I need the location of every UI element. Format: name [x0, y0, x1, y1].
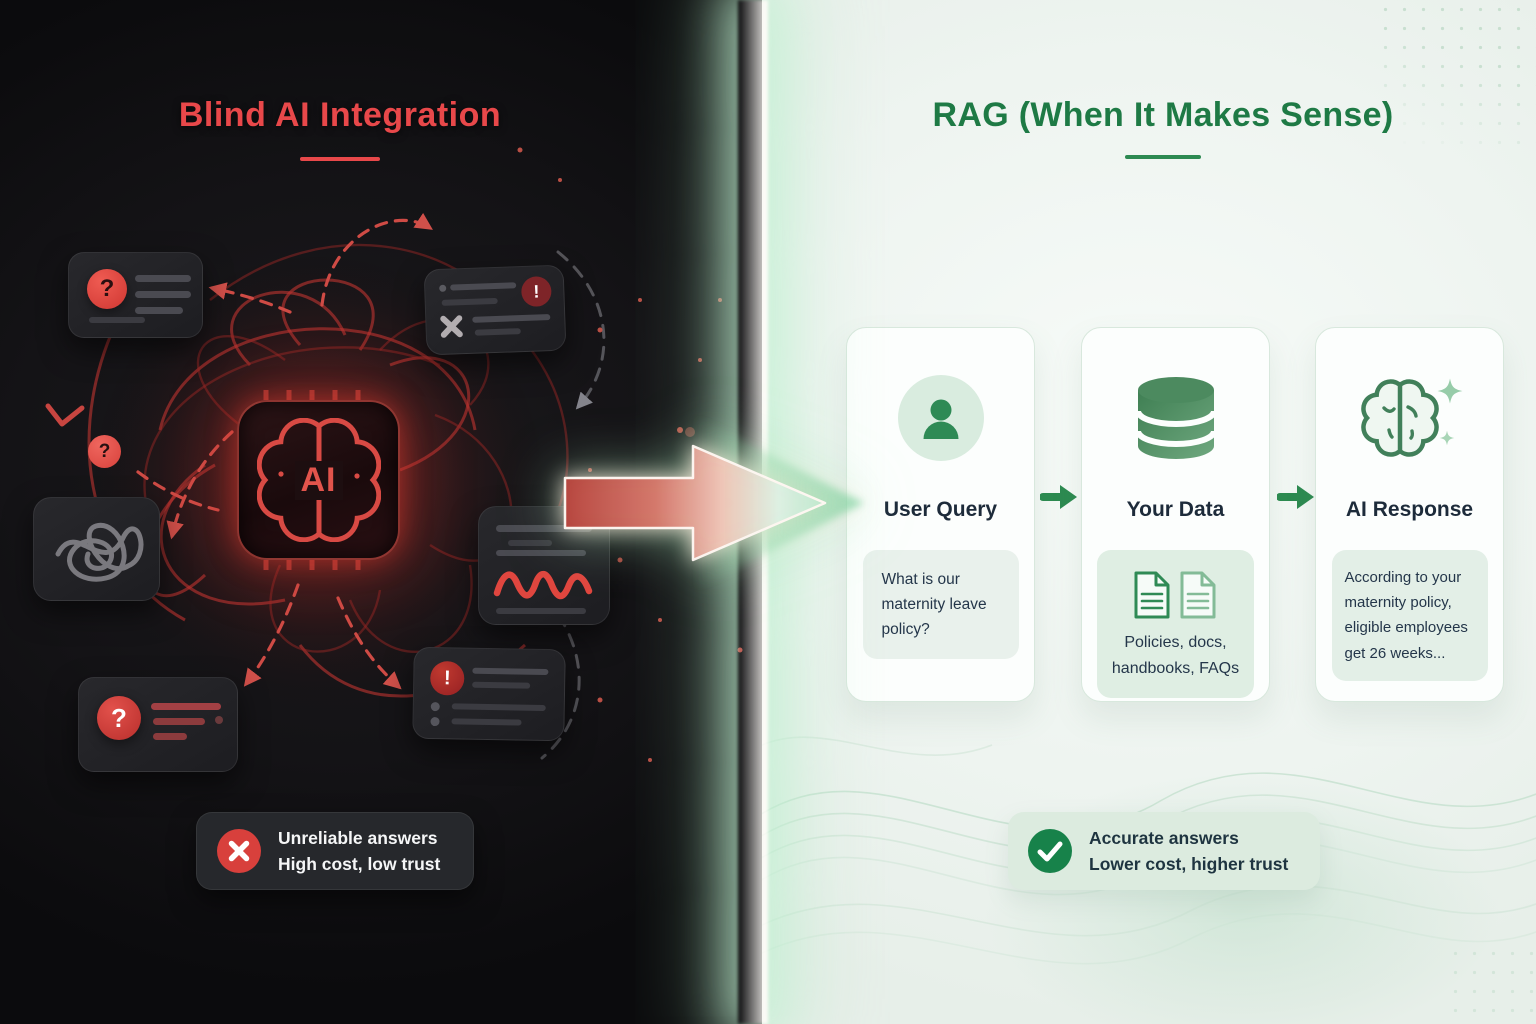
left-title-underline: [300, 157, 380, 161]
skeleton-line: [89, 317, 145, 323]
step-detail-box: Policies, docs, handbooks, FAQs: [1097, 550, 1254, 698]
accurate-badge: Accurate answers Lower cost, higher trus…: [1008, 812, 1320, 890]
skeleton-line: [496, 525, 592, 532]
skeleton-line: [508, 540, 552, 546]
skeleton-line: [451, 703, 546, 711]
user-icon: [897, 375, 984, 461]
unreliable-badge: Unreliable answers High cost, low trust: [196, 812, 474, 890]
question-icon: ?: [87, 269, 127, 309]
chaos-card-question-top: ?: [68, 252, 203, 338]
dot-grid-decoration: [1376, 0, 1536, 150]
step-detail-text: According to your maternity policy, elig…: [1331, 550, 1488, 681]
skeleton-line: [496, 608, 586, 614]
right-title-underline: [1125, 155, 1201, 159]
error-x-icon: [217, 829, 261, 873]
cross-icon: [440, 315, 463, 338]
step-card-ai-response: AI Response According to your maternity …: [1315, 327, 1504, 702]
check-icon: [1028, 829, 1072, 873]
transition-arrow-icon: [563, 414, 864, 592]
skeleton-line: [496, 550, 586, 556]
ai-chip: AI: [237, 400, 400, 560]
exclamation-icon: !: [520, 276, 552, 308]
left-panel-title: Blind AI Integration: [178, 96, 502, 134]
skeleton-line: [450, 282, 517, 291]
step-detail-text: What is our maternity leave policy?: [862, 550, 1019, 660]
documents-icon: [1107, 570, 1244, 620]
skeleton-dot: [430, 701, 440, 712]
skeleton-line: [474, 328, 521, 336]
skeleton-line: [153, 718, 205, 725]
skeleton-line: [135, 307, 183, 314]
badge-line: Accurate answers: [1089, 827, 1239, 848]
chaos-card-alert-bottom: !: [412, 646, 566, 742]
skeleton-line: [441, 297, 498, 306]
badge-line: Unreliable answers: [278, 827, 438, 848]
step-title: User Query: [883, 498, 998, 521]
badge-line: Lower cost, higher trust: [1089, 853, 1289, 874]
skeleton-line: [153, 733, 187, 740]
step-card-your-data: Your Data Policie: [1081, 327, 1270, 702]
skeleton-line: [135, 275, 191, 282]
skeleton-line: [472, 314, 551, 323]
scribble-icon: [55, 522, 144, 582]
chaos-card-scribble: [33, 497, 160, 601]
step-card-user-query: User Query What is our maternity leave p…: [846, 327, 1035, 702]
skeleton-dot: [215, 716, 223, 724]
chaos-card-alert-top: !: [423, 264, 567, 356]
question-icon: ?: [97, 696, 141, 740]
badge-line: High cost, low trust: [278, 853, 441, 874]
flow-arrow-icon: [1277, 485, 1314, 509]
database-icon: [1131, 372, 1221, 464]
skeleton-line: [472, 667, 549, 676]
step-detail-text: Policies, docs, handbooks, FAQs: [1111, 634, 1240, 677]
skeleton-line: [151, 703, 221, 710]
exclamation-icon: !: [429, 660, 465, 696]
skeleton-dot: [439, 284, 447, 292]
brain-sparkle-icon: [1352, 372, 1468, 464]
skeleton-line: [135, 291, 191, 298]
skeleton-dot: [430, 716, 440, 727]
skeleton-line: [472, 681, 531, 689]
question-icon: ?: [88, 435, 121, 468]
chip-label: AI: [294, 460, 343, 500]
step-title: AI Response: [1345, 498, 1474, 521]
waveform-icon: [493, 571, 593, 600]
skeleton-line: [451, 718, 522, 726]
chaos-card-question-bottom: ?: [78, 677, 238, 772]
right-panel-title: RAG (When It Makes Sense): [932, 96, 1394, 134]
flow-arrow-icon: [1040, 485, 1077, 509]
step-title: Your Data: [1126, 498, 1225, 521]
